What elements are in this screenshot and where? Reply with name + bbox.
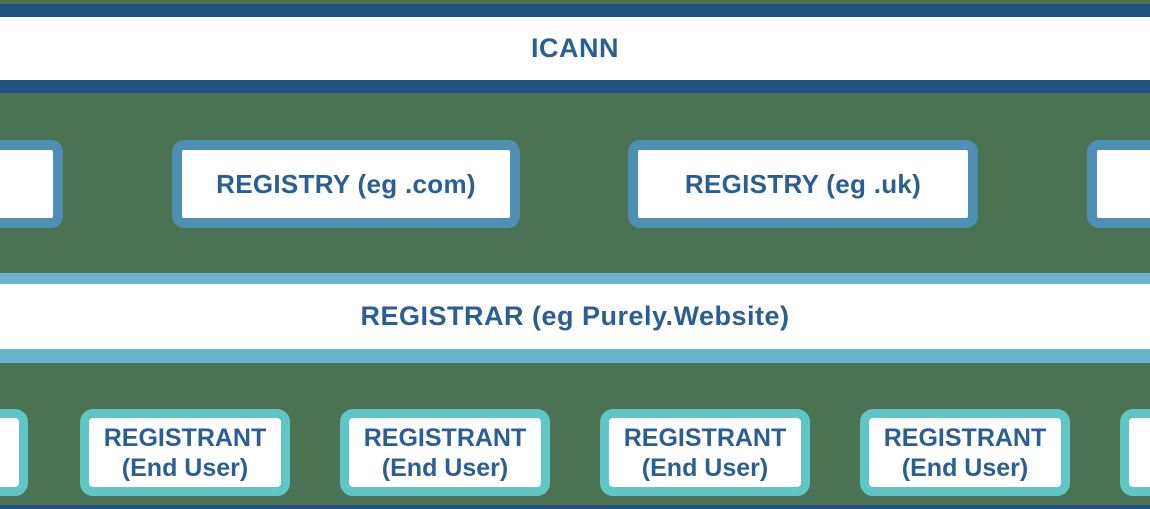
- registrant-box-2: REGISTRANT (End User): [340, 409, 550, 496]
- top-navy-bar: [0, 4, 1150, 17]
- icann-band: ICANN: [0, 17, 1150, 80]
- registry-label: REGISTRY (eg .uk): [684, 168, 922, 199]
- registry-box-com: REGISTRY (eg .com): [172, 140, 520, 228]
- registrant-label-line2: (End User): [121, 453, 249, 482]
- icann-label: ICANN: [531, 33, 619, 63]
- registrant-label-line1: REGISTRANT: [363, 423, 527, 452]
- registrant-box-3: REGISTRANT (End User): [600, 409, 810, 496]
- bottom-navy-bar: [0, 505, 1150, 509]
- registrant-label-line1: REGISTRANT: [103, 423, 267, 452]
- registrant-box-1: REGISTRANT (End User): [80, 409, 290, 496]
- registrar-label: REGISTRAR (eg Purely.Website): [360, 301, 790, 331]
- registrant-box-partial-left: [0, 409, 28, 496]
- registrant-box-partial-right: [1120, 409, 1150, 496]
- registry-box-uk: REGISTRY (eg .uk): [628, 140, 978, 228]
- registrant-label-line1: REGISTRANT: [623, 423, 787, 452]
- icann-bottom-navy-bar: [0, 80, 1150, 93]
- registrant-label-line1: REGISTRANT: [883, 423, 1047, 452]
- registrant-label-line2: (End User): [381, 453, 509, 482]
- registrant-label-line2: (End User): [641, 453, 769, 482]
- registry-label: REGISTRY (eg .com): [216, 168, 476, 199]
- registrar-top-blue-bar: [0, 273, 1150, 284]
- registry-box-partial-right: [1087, 140, 1150, 228]
- registry-box-partial-left: [0, 140, 63, 228]
- registrar-band: REGISTRAR (eg Purely.Website): [0, 284, 1150, 349]
- registrant-box-4: REGISTRANT (End User): [860, 409, 1070, 496]
- registrant-label-line2: (End User): [901, 453, 1029, 482]
- registrar-bottom-blue-bar: [0, 349, 1150, 363]
